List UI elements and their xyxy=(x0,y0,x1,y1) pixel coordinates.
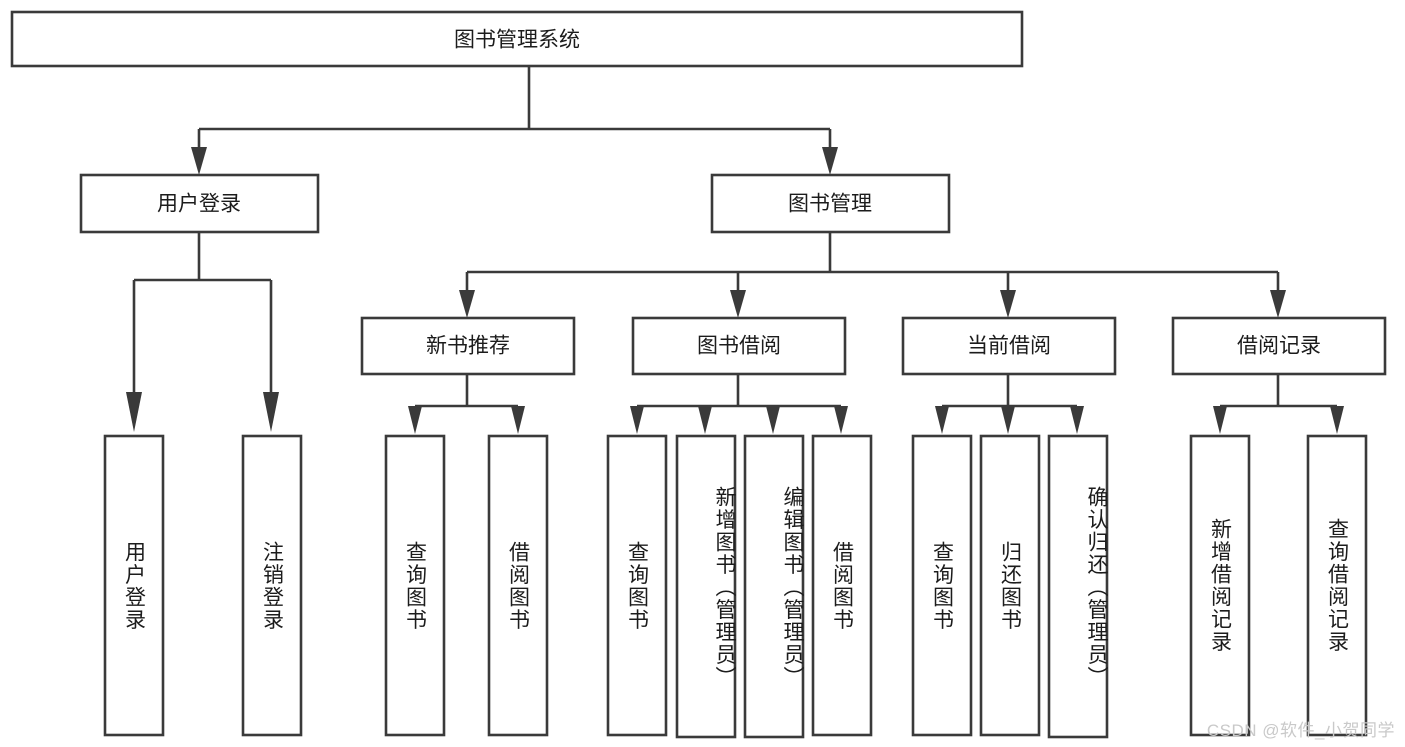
arrow-head-leaf-query-record xyxy=(1330,406,1344,434)
node-leaf-query-book-2[interactable] xyxy=(606,434,668,737)
node-borrow-record-label: 借阅记录 xyxy=(1237,335,1321,358)
node-book-borrow-label: 图书借阅 xyxy=(697,335,781,358)
node-root-label: 图书管理系统 xyxy=(454,29,580,52)
arrow-head-book-borrow xyxy=(730,290,746,318)
node-leaf-borrow-book-1[interactable] xyxy=(487,434,549,737)
node-leaf-user-login[interactable] xyxy=(103,434,165,737)
arrow-head-leaf-borrow-book-2 xyxy=(834,406,848,434)
node-leaf-confirm-return[interactable] xyxy=(1047,434,1109,739)
node-leaf-add-book[interactable] xyxy=(675,434,737,739)
arrow-head-leaf-query-book-1 xyxy=(408,406,422,434)
arrow-head-user-login xyxy=(191,147,207,175)
arrow-head-leaf-add-record xyxy=(1213,406,1227,434)
csdn-watermark: CSDN @软件_小贺同学 xyxy=(1206,721,1395,740)
arrow-head-leaf-user-login xyxy=(126,392,142,432)
arrow-head-leaf-query-book-3 xyxy=(935,406,949,434)
arrow-head-leaf-borrow-book-1 xyxy=(511,406,525,434)
arrow-head-leaf-query-book-2 xyxy=(630,406,644,434)
arrow-head-borrow-record xyxy=(1270,290,1286,318)
node-leaf-return-book[interactable] xyxy=(979,434,1041,737)
node-leaf-query-book-1[interactable] xyxy=(384,434,446,737)
node-book-manage-label: 图书管理 xyxy=(788,193,872,216)
arrow-head-new-book-rec xyxy=(459,290,475,318)
arrow-head-current-borrow xyxy=(1000,290,1016,318)
arrow-head-leaf-return-book xyxy=(1001,406,1015,434)
node-leaf-query-record[interactable] xyxy=(1306,434,1368,737)
node-leaf-query-book-3[interactable] xyxy=(911,434,973,737)
arrow-head-leaf-confirm-return xyxy=(1070,406,1084,434)
node-current-borrow[interactable] xyxy=(901,316,1117,376)
node-leaf-edit-book[interactable] xyxy=(743,434,805,739)
node-new-book-rec-label: 新书推荐 xyxy=(426,335,510,358)
node-leaf-add-record[interactable] xyxy=(1189,434,1251,737)
node-book-manage[interactable] xyxy=(710,173,951,234)
node-leaf-logout[interactable] xyxy=(241,434,303,737)
arrow-head-book-manage xyxy=(822,147,838,175)
arrow-head-leaf-logout xyxy=(263,392,279,432)
node-user-login[interactable] xyxy=(79,173,320,234)
connector-group xyxy=(126,66,1344,434)
arrow-head-leaf-edit-book xyxy=(766,406,780,434)
node-current-borrow-label: 当前借阅 xyxy=(967,335,1051,358)
node-borrow-record[interactable] xyxy=(1171,316,1387,376)
node-user-login-label: 用户登录 xyxy=(157,193,241,216)
node-group: 图书管理系统 用户登录 图书管理 新书推荐 图书借阅 当前借阅 借阅记录 xyxy=(10,10,1387,739)
node-root[interactable] xyxy=(10,10,1024,68)
node-book-borrow[interactable] xyxy=(631,316,847,376)
arrow-head-leaf-add-book xyxy=(698,406,712,434)
node-new-book-rec[interactable] xyxy=(360,316,576,376)
node-leaf-borrow-book-2[interactable] xyxy=(811,434,873,737)
